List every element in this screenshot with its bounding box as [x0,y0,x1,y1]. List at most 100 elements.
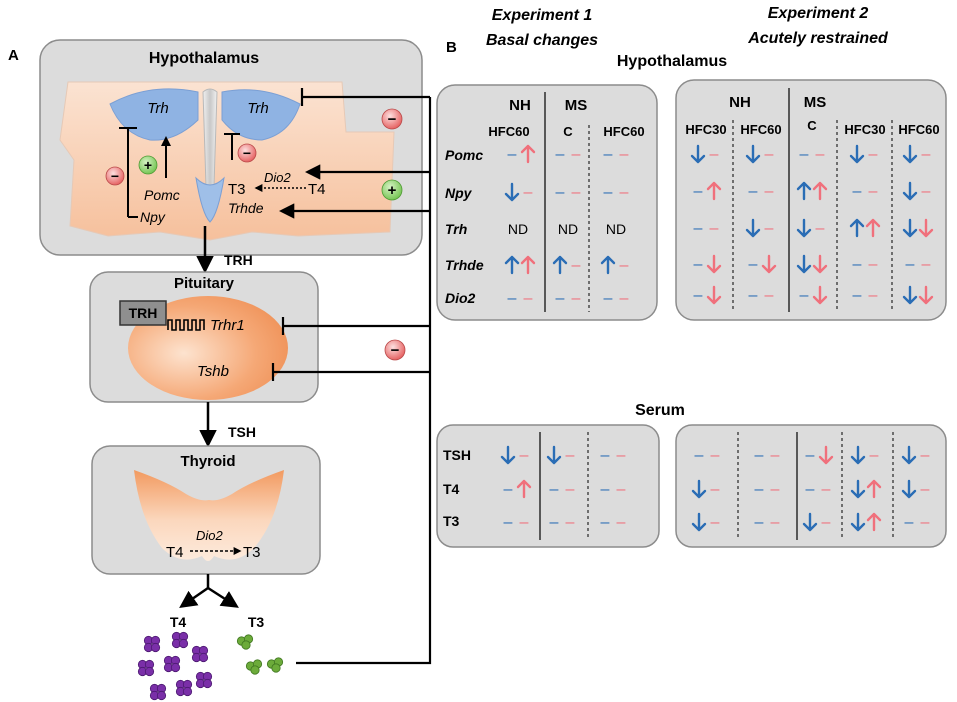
no-change-dash: – [711,481,720,498]
no-change-dash: – [601,481,610,498]
nd-nh-hfc60: ND [508,221,528,237]
decrease-arrow-icon [796,254,812,274]
minus-circle-feedback [381,108,403,130]
dio2-hyp-label: Dio2 [264,170,292,185]
decrease-arrow-icon [706,285,722,305]
no-change-dash: – [806,447,815,464]
no-change-dash: – [800,146,809,163]
decrease-arrow-icon [902,181,918,201]
t4-label: T4 [308,181,326,198]
t4-molecules-icon [137,631,213,701]
no-change-dash: – [710,146,719,163]
decrease-arrow-icon [691,479,707,499]
no-change-dash: – [572,290,581,307]
trhde-label: Trhde [228,200,264,216]
no-change-dash: – [816,220,825,237]
plus-sign-feedback: + [388,182,397,199]
no-change-dash: – [508,290,517,307]
no-change-dash: – [906,256,915,273]
plus-circle-feedback [381,179,403,201]
row-label-trhde: Trhde [445,257,484,273]
decrease-arrow-icon [745,144,761,164]
decrease-arrow-icon [818,445,834,465]
increase-arrow-icon [504,255,520,275]
decrease-arrow-icon [850,445,866,465]
no-change-dash: – [749,256,758,273]
nd-ms-c: ND [558,221,578,237]
plus-sign-pomc: + [144,157,152,173]
trh-signal-label: TRH [224,252,253,268]
molecule-atom [241,640,251,650]
no-change-dash: – [620,257,629,274]
no-change-dash: – [566,481,575,498]
molecule-atom [250,665,260,675]
decrease-arrow-icon [850,479,866,499]
serum-section-title: Serum [635,402,685,419]
no-change-dash: – [617,514,626,531]
no-change-dash: – [853,287,862,304]
increase-arrow-icon [516,479,532,499]
no-change-dash: – [520,447,529,464]
serum-row-t3: T3 [443,513,460,529]
minus-sign-pituitary: − [391,342,400,359]
panel-label-a: A [8,47,19,64]
molecule-atom [202,678,213,689]
increase-arrow-icon [706,181,722,201]
no-change-dash: – [765,220,774,237]
exp2-col-nh-hfc30: HFC30 [685,122,726,137]
no-change-dash: – [604,290,613,307]
no-change-dash: – [520,514,529,531]
nd-ms-hfc60: ND [606,221,626,237]
no-change-dash: – [572,146,581,163]
decrease-arrow-icon [902,144,918,164]
no-change-dash: – [620,290,629,307]
decrease-arrow-icon [546,445,562,465]
trh-receptor-label: TRH [129,305,158,321]
decrease-arrow-icon [690,144,706,164]
no-change-dash: – [524,290,533,307]
exp2-hypothalamus-box [675,79,947,321]
tshb-label: Tshb [197,363,229,380]
no-change-dash: – [905,514,914,531]
no-change-dash: – [566,447,575,464]
molecule-atom [170,662,181,673]
decrease-arrow-icon [706,254,722,274]
decrease-arrow-icon [850,512,866,532]
output-t3-label: T3 [248,614,265,630]
exp2-group-nh: NH [729,94,751,111]
no-change-dash: – [755,481,764,498]
no-change-dash: – [800,287,809,304]
exp1-title-line2: Basal changes [486,32,598,49]
minus-sign-npy: − [111,168,119,184]
no-change-dash: – [921,481,930,498]
thyroid-label: Thyroid [181,453,236,470]
serum-row-t4: T4 [443,481,460,497]
no-change-dash: – [869,256,878,273]
increase-arrow-icon [849,218,865,238]
decrease-arrow-icon [504,182,520,202]
t3-label: T3 [228,181,246,198]
no-change-dash: – [921,514,930,531]
no-change-dash: – [601,514,610,531]
no-change-dash: – [765,287,774,304]
molecule-atom [144,666,155,677]
decrease-arrow-icon [796,218,812,238]
minus-sign-feedback: − [388,111,397,128]
no-change-dash: – [816,146,825,163]
pituitary-label: Pituitary [174,275,235,292]
no-change-dash: – [749,287,758,304]
trh-left-label: Trh [147,100,168,117]
exp2-col-ms-c: C [807,118,817,133]
no-change-dash: – [711,514,720,531]
increase-arrow-icon [866,512,882,532]
no-change-dash: – [566,514,575,531]
no-change-dash: – [822,514,831,531]
t3-molecules-icon [236,634,284,675]
no-change-dash: – [922,256,931,273]
third-ventricle [202,88,218,187]
molecule-atom [271,663,281,673]
decrease-arrow-icon [902,285,918,305]
decrease-arrow-icon [802,512,818,532]
exp1-col-ms-c: C [563,124,573,139]
thyroid-t4-label: T4 [166,544,184,561]
